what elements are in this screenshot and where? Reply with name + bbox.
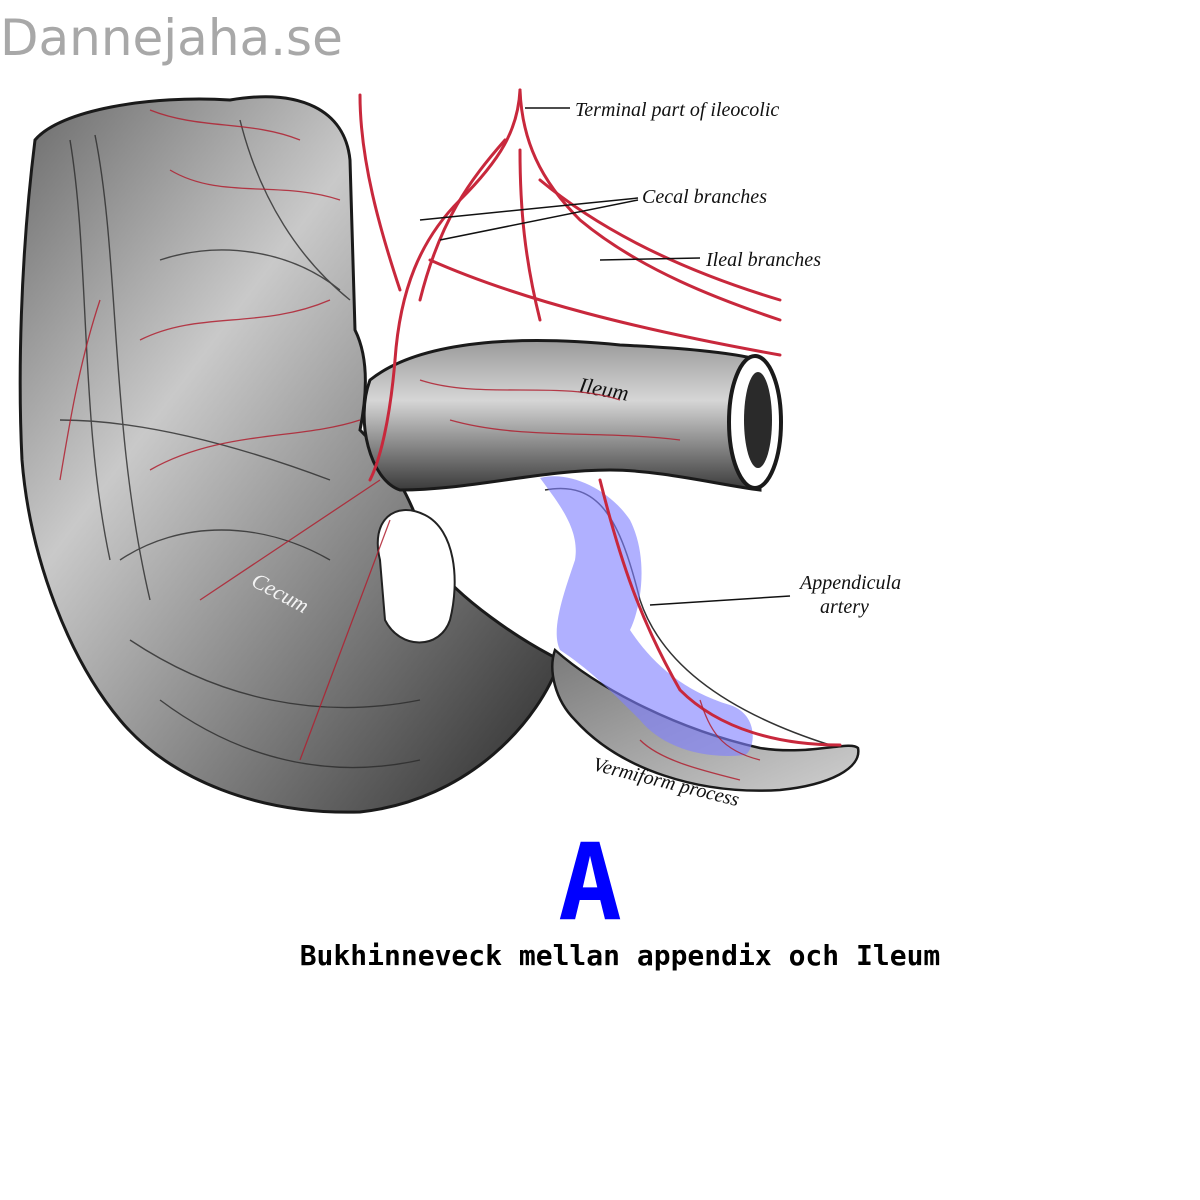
label-ileal-branches: Ileal branches (705, 249, 821, 271)
highlighted-fold (540, 476, 753, 756)
artery-branches (59, 109, 761, 781)
artery-network (358, 88, 842, 747)
label-appendicular-line2: artery (820, 596, 869, 618)
cecum-folds (59, 119, 421, 769)
leader-lines (419, 107, 791, 606)
label-cecal-branches: Cecal branches (642, 186, 767, 208)
site-watermark: Dannejaha.se (0, 9, 343, 67)
answer-letter: A (558, 821, 622, 944)
anatomy-illustration: Cecum Ileum (18, 88, 901, 814)
ileum-lumen (744, 372, 772, 468)
label-terminal-ileocolic: Terminal part of ileocolic (575, 99, 779, 121)
label-appendicular-line1: Appendicula (798, 572, 901, 594)
cecum-organ: Cecum (18, 95, 562, 814)
ileum-organ: Ileum (362, 339, 783, 492)
ileum-shape (362, 339, 762, 492)
answer-caption: Bukhinneveck mellan appendix och Ileum (299, 939, 941, 972)
cecum-hollow (376, 509, 456, 644)
